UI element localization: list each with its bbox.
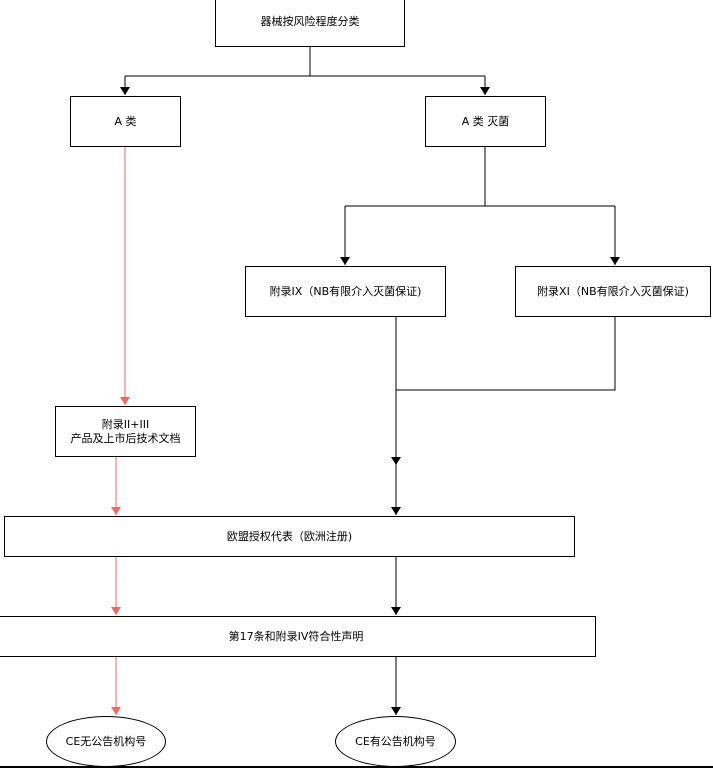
- node-root-label: 器械按风险程度分类: [260, 14, 360, 28]
- node-annex-ix[interactable]: 附录IX（NB有限介入灭菌保证): [245, 266, 446, 317]
- node-ce-no-nb-label: CE无公告机构号: [65, 734, 147, 748]
- node-ce-no-nb[interactable]: CE无公告机构号: [46, 716, 166, 767]
- edge-annex-xi-merge: [396, 316, 616, 391]
- edge-root-split: [125, 47, 485, 77]
- node-eu-rep[interactable]: 欧盟授权代表（欧洲注册): [4, 516, 575, 557]
- node-class-a-label: A 类: [114, 114, 137, 128]
- node-annex-xi[interactable]: 附录XI（NB有限介入灭菌保证): [515, 266, 711, 317]
- edge-sterile-split: [345, 146, 615, 207]
- node-annex-xi-label: 附录XI（NB有限介入灭菌保证): [537, 284, 689, 298]
- node-annex-ix-label: 附录IX（NB有限介入灭菌保证): [269, 284, 422, 298]
- node-class-a[interactable]: A 类: [70, 96, 181, 147]
- node-ce-with-nb-label: CE有公告机构号: [355, 734, 436, 748]
- node-annex-ii-iii[interactable]: 附录II+III 产品及上市后技术文档: [55, 406, 196, 457]
- node-declaration-label: 第17条和附录IV符合性声明: [228, 629, 364, 643]
- node-root[interactable]: 器械按风险程度分类: [215, 0, 405, 47]
- node-declaration[interactable]: 第17条和附录IV符合性声明: [0, 616, 596, 657]
- node-annex-ii-iii-line1: 附录II+III: [101, 417, 150, 431]
- node-class-a-sterile[interactable]: A 类 灭菌: [425, 96, 546, 147]
- node-annex-ii-iii-text: 附录II+III 产品及上市后技术文档: [71, 418, 181, 446]
- node-eu-rep-label: 欧盟授权代表（欧洲注册): [226, 529, 353, 543]
- node-class-a-sterile-label: A 类 灭菌: [461, 114, 510, 128]
- node-annex-ii-iii-line2: 产品及上市后技术文档: [70, 431, 181, 445]
- node-ce-with-nb[interactable]: CE有公告机构号: [335, 716, 456, 767]
